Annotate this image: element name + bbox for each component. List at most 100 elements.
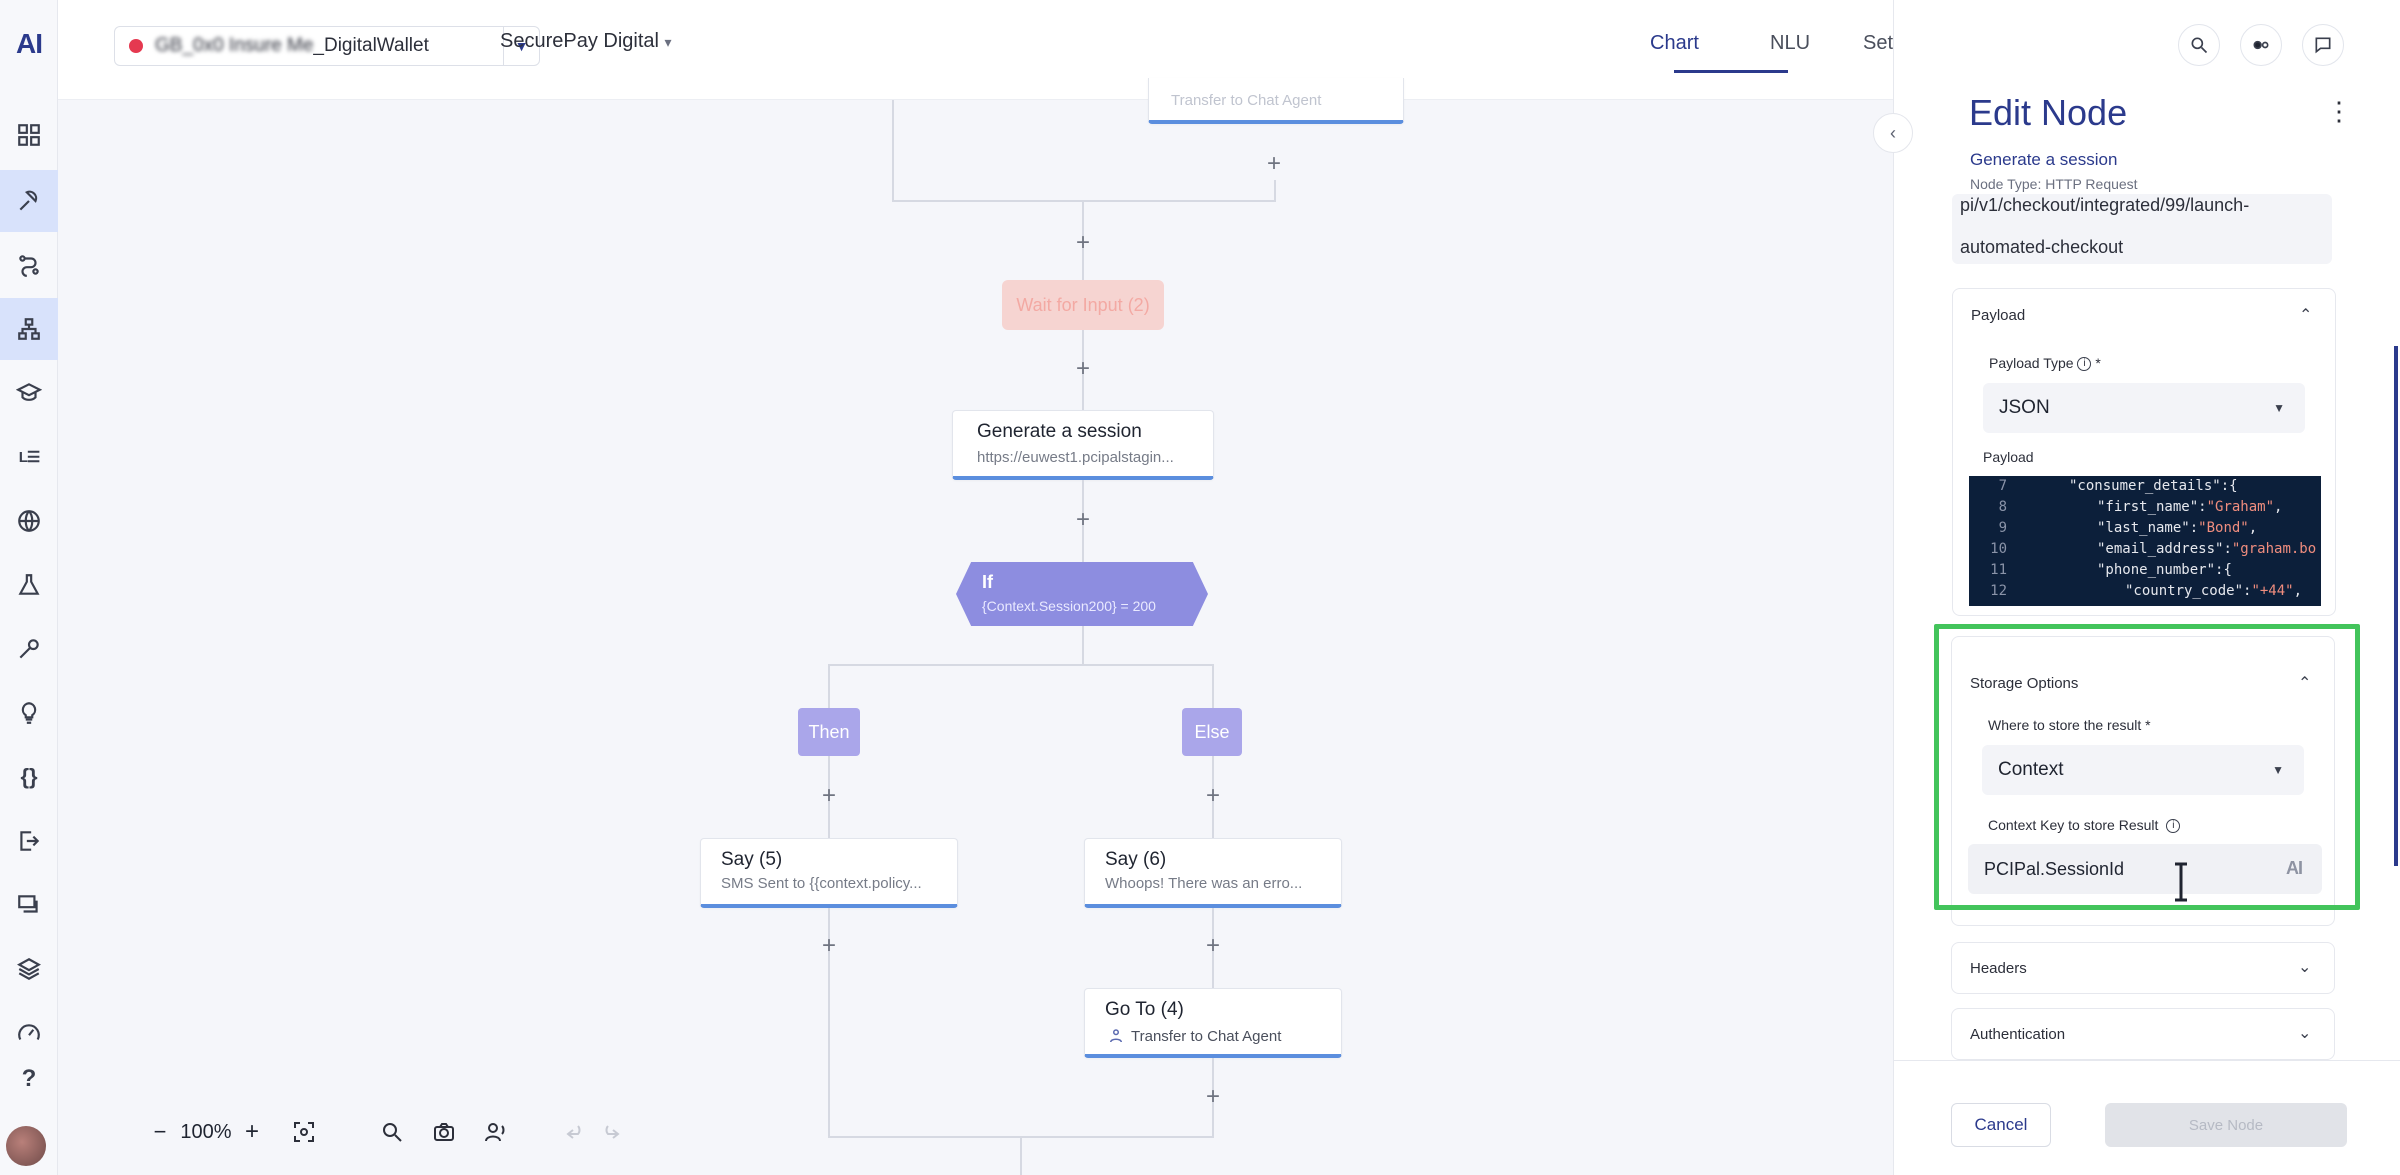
payload-label: Payload bbox=[1983, 449, 2034, 465]
code-line: 11 "phone_number":{ bbox=[1990, 562, 2232, 578]
voice-icon[interactable] bbox=[482, 1110, 510, 1154]
list-icon[interactable]: L☰ bbox=[18, 449, 41, 466]
top-flow-node[interactable]: Transfer to Chat Agent bbox=[1148, 78, 1404, 124]
gauge-icon[interactable] bbox=[0, 1002, 58, 1064]
avatar[interactable] bbox=[6, 1126, 46, 1166]
add-node-button[interactable]: + bbox=[1205, 1083, 1220, 1110]
code-braces-icon[interactable]: {} bbox=[20, 764, 38, 789]
url-field[interactable]: pi/v1/checkout/integrated/99/launch- aut… bbox=[1952, 194, 2332, 264]
section-title: Headers bbox=[1970, 960, 2027, 977]
storage-highlight-box bbox=[1934, 624, 2360, 910]
sitemap-icon[interactable] bbox=[0, 298, 58, 360]
ai-assist-icon[interactable]: AI bbox=[2286, 858, 2303, 878]
chevron-down-icon: ▼ bbox=[2272, 763, 2284, 777]
lightbulb-icon[interactable] bbox=[0, 682, 58, 744]
if-title: If bbox=[982, 572, 993, 592]
collapse-panel-button[interactable]: ‹ bbox=[1873, 113, 1913, 153]
panel-title: Edit Node bbox=[1969, 92, 2128, 133]
code-line: 7 "consumer_details":{ bbox=[1998, 478, 2238, 494]
fit-screen-icon[interactable] bbox=[290, 1110, 318, 1154]
node-name: Generate a session bbox=[1970, 150, 2118, 169]
save-node-button[interactable]: Save Node bbox=[2105, 1103, 2347, 1147]
code-line: 9 "last_name":"Bond", bbox=[1998, 520, 2258, 536]
help-icon[interactable]: ? bbox=[21, 1065, 37, 1092]
tab-chart[interactable]: Chart bbox=[1650, 32, 1699, 54]
tab-nlu[interactable]: NLU bbox=[1770, 32, 1811, 54]
code-line: 8 "first_name":"Graham", bbox=[1998, 499, 2283, 515]
context-key-label: Context Key to store Result i bbox=[1988, 817, 2181, 834]
zoom-in-button[interactable]: + bbox=[244, 1118, 259, 1145]
top-bar: GB_0x0 Insure Me_DigitalWallet ▼ SecureP… bbox=[58, 0, 1893, 100]
info-icon: i bbox=[2077, 357, 2092, 372]
say-node-6[interactable]: Say (6) Whoops! There was an erro... bbox=[1084, 838, 1342, 908]
tools-icon[interactable] bbox=[0, 618, 58, 680]
then-branch[interactable]: Then bbox=[798, 708, 860, 756]
flow-icon[interactable] bbox=[0, 234, 58, 296]
headers-section[interactable]: Headers ⌄ bbox=[1951, 942, 2335, 994]
wait-for-input-node[interactable]: Wait for Input (2) bbox=[1002, 280, 1164, 330]
payload-code-editor[interactable]: 7 "consumer_details":{ 8 "first_name":"G… bbox=[1969, 476, 2321, 606]
add-node-button[interactable]: + bbox=[821, 932, 836, 959]
tab-settings[interactable]: Set bbox=[1863, 32, 1894, 54]
if-condition-node[interactable]: If {Context.Session200} = 200 bbox=[956, 562, 1208, 626]
context-key-input[interactable]: PCIPal.SessionId AI bbox=[1968, 844, 2322, 894]
goto-node-4[interactable]: Go To (4) Transfer to Chat Agent bbox=[1084, 988, 1342, 1058]
redo-icon[interactable] bbox=[596, 1110, 624, 1154]
add-node-button[interactable]: + bbox=[1266, 150, 1281, 177]
add-node-button[interactable]: + bbox=[1075, 506, 1090, 533]
zoom-out-button[interactable]: − bbox=[153, 1119, 167, 1144]
app-logo[interactable]: AI bbox=[16, 28, 43, 59]
chevron-up-icon[interactable]: ⌃ bbox=[2298, 675, 2312, 692]
node-title: Say (5) bbox=[721, 849, 783, 870]
message-icon[interactable] bbox=[2302, 24, 2344, 66]
add-node-button[interactable]: + bbox=[1205, 932, 1220, 959]
add-node-button[interactable]: + bbox=[821, 782, 836, 809]
chevron-up-icon[interactable]: ⌃ bbox=[2299, 307, 2313, 324]
goto-target: Transfer to Chat Agent bbox=[1107, 1027, 1281, 1045]
chevron-down-icon[interactable]: ⌄ bbox=[2298, 1025, 2312, 1042]
chevron-down-icon[interactable]: ▼ bbox=[503, 27, 539, 65]
globe-icon[interactable] bbox=[0, 490, 58, 552]
panel-footer-divider bbox=[1893, 1060, 2400, 1061]
flask-icon[interactable] bbox=[0, 554, 58, 616]
info-icon: i bbox=[2166, 819, 2181, 834]
bot-selector[interactable]: GB_0x0 Insure Me_DigitalWallet ▼ bbox=[114, 26, 540, 66]
cancel-button[interactable]: Cancel bbox=[1951, 1103, 2051, 1147]
kebab-menu-icon[interactable]: ⋮ bbox=[2326, 96, 2352, 126]
http-request-node[interactable]: Generate a session https://euwest1.pcipa… bbox=[952, 410, 1214, 480]
zoom-search-icon[interactable] bbox=[378, 1110, 406, 1154]
panel-scrollbar[interactable] bbox=[2394, 346, 2398, 866]
else-branch[interactable]: Else bbox=[1182, 708, 1242, 756]
chat-icon[interactable] bbox=[0, 874, 58, 936]
store-location-select[interactable]: Context ▼ bbox=[1982, 745, 2304, 795]
node-type: Node Type: HTTP Request bbox=[1970, 176, 2138, 192]
chevron-down-icon: ▼ bbox=[2273, 401, 2285, 415]
say-node-5[interactable]: Say (5) SMS Sent to {{context.policy... bbox=[700, 838, 958, 908]
undo-icon[interactable] bbox=[562, 1110, 590, 1154]
section-title: Payload bbox=[1971, 307, 2026, 324]
status-dot bbox=[129, 39, 143, 53]
node-subtitle: https://euwest1.pcipalstagin... bbox=[977, 449, 1174, 466]
toggle-icon[interactable] bbox=[2240, 24, 2282, 66]
node-title: Go To (4) bbox=[1105, 999, 1184, 1020]
build-icon[interactable] bbox=[0, 170, 58, 232]
payload-type-select[interactable]: JSON ▼ bbox=[1983, 383, 2305, 433]
language-selector[interactable]: SecurePay Digital ▾ bbox=[500, 30, 672, 52]
authentication-section[interactable]: Authentication ⌄ bbox=[1951, 1008, 2335, 1060]
search-icon[interactable] bbox=[2178, 24, 2220, 66]
zoom-level: 100% bbox=[180, 1120, 232, 1143]
add-node-button[interactable]: + bbox=[1205, 782, 1220, 809]
section-title: Authentication bbox=[1970, 1026, 2066, 1043]
camera-icon[interactable] bbox=[430, 1110, 458, 1154]
dashboard-icon[interactable] bbox=[0, 104, 58, 166]
export-icon[interactable] bbox=[0, 810, 58, 872]
layers-icon[interactable] bbox=[0, 938, 58, 1000]
add-node-button[interactable]: + bbox=[1075, 229, 1090, 256]
node-subtitle: Transfer to Chat Agent bbox=[1171, 92, 1322, 109]
left-sidebar: AI L☰ {} ? bbox=[0, 0, 58, 1175]
code-line: 12 "country_code":"+44", bbox=[1990, 583, 2303, 599]
chevron-down-icon[interactable]: ⌄ bbox=[2298, 959, 2312, 976]
node-subtitle: SMS Sent to {{context.policy... bbox=[721, 875, 922, 892]
training-icon[interactable] bbox=[0, 362, 58, 424]
add-node-button[interactable]: + bbox=[1075, 355, 1090, 382]
